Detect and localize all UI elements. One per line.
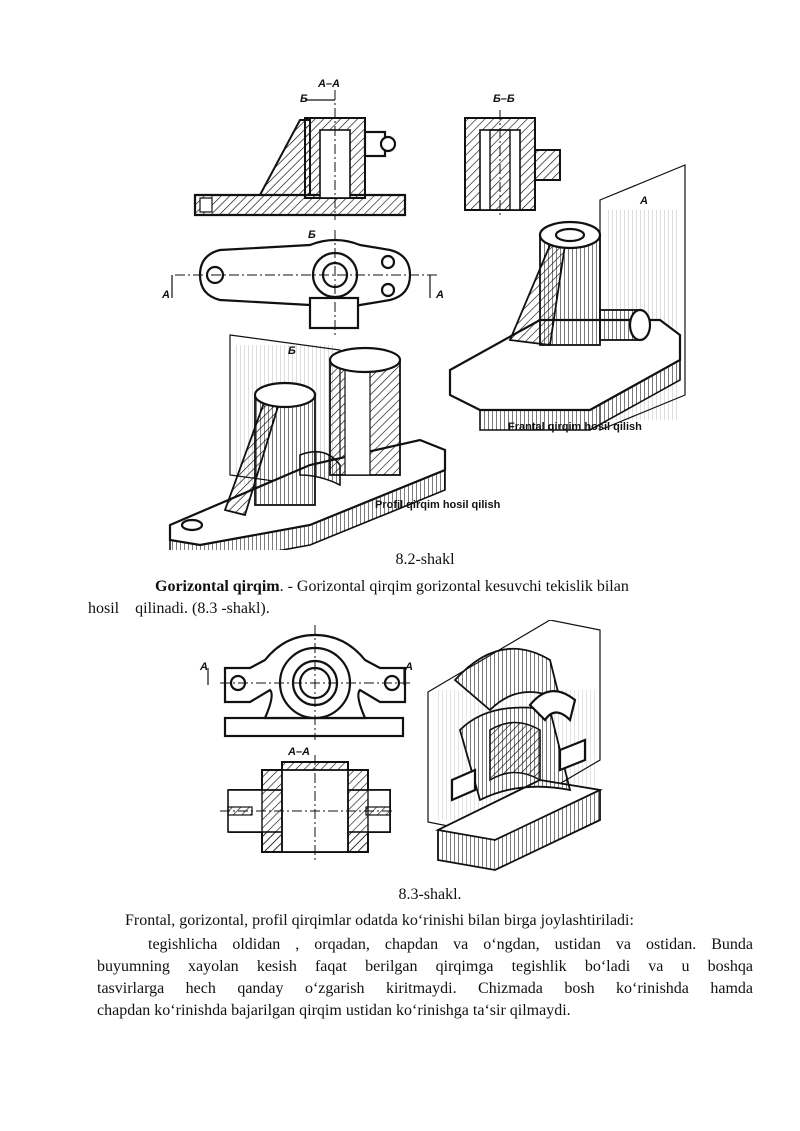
profile-cut-caption: Profil qirqim hosil qilish	[375, 499, 501, 511]
label-a-right: A	[435, 289, 444, 301]
horizontal-cut-isometric	[427, 620, 603, 871]
body-line-1: Frontal, gorizontal, profil qirqimlar od…	[125, 912, 634, 929]
body-line-3: buyumning xayolan kesish faqat berilgan …	[97, 958, 753, 975]
frontal-cut-caption: Frantal qirqim hosil qilish	[508, 421, 642, 433]
label-aa: A–A	[317, 78, 340, 90]
body-line-5: chapdan ko‘rinishda bajarilgan qirqim us…	[97, 1002, 571, 1019]
figure-8-2-caption: 8.2-shakl	[395, 551, 455, 568]
section-intro-line2: hosil qilinadi. (8.3 -shakl).	[88, 600, 270, 617]
front-section-view	[193, 90, 407, 220]
front-view	[207, 625, 410, 740]
label-aa-2: A–A	[287, 746, 310, 758]
figure-8-2: A–A Б Б–Б Б A A A Frantal	[161, 78, 686, 550]
section-intro-text: . - Gorizontal qirqim gorizontal kesuvch…	[279, 578, 629, 595]
label-a-left-2: A	[199, 661, 208, 673]
section-title: Gorizontal qirqim	[155, 578, 280, 595]
top-plan-view	[171, 230, 440, 335]
side-section-view	[464, 110, 561, 218]
profile-cut-isometric	[168, 334, 447, 550]
label-b-mid: Б	[308, 229, 316, 241]
figure-8-3-caption: 8.3-shakl.	[398, 886, 462, 903]
label-a-right-2: A	[404, 661, 413, 673]
label-a-left: A	[161, 289, 170, 301]
body-line-2: tegishlicha oldidan , orqadan, chapdan v…	[148, 936, 753, 953]
horizontal-section-view	[220, 755, 395, 860]
label-b-top: Б	[300, 93, 308, 105]
frontal-cut-isometric	[448, 164, 686, 431]
body-line-4: tasvirlarga hech qanday o‘zgarish kiritm…	[97, 980, 753, 997]
label-a-plane: A	[639, 195, 648, 207]
section-intro: Gorizontal qirqim. - Gorizontal qirqim g…	[155, 576, 725, 598]
label-bb: Б–Б	[493, 93, 515, 105]
figure-8-3: A A A–A	[199, 620, 603, 871]
label-b-plane: Б	[288, 345, 296, 357]
